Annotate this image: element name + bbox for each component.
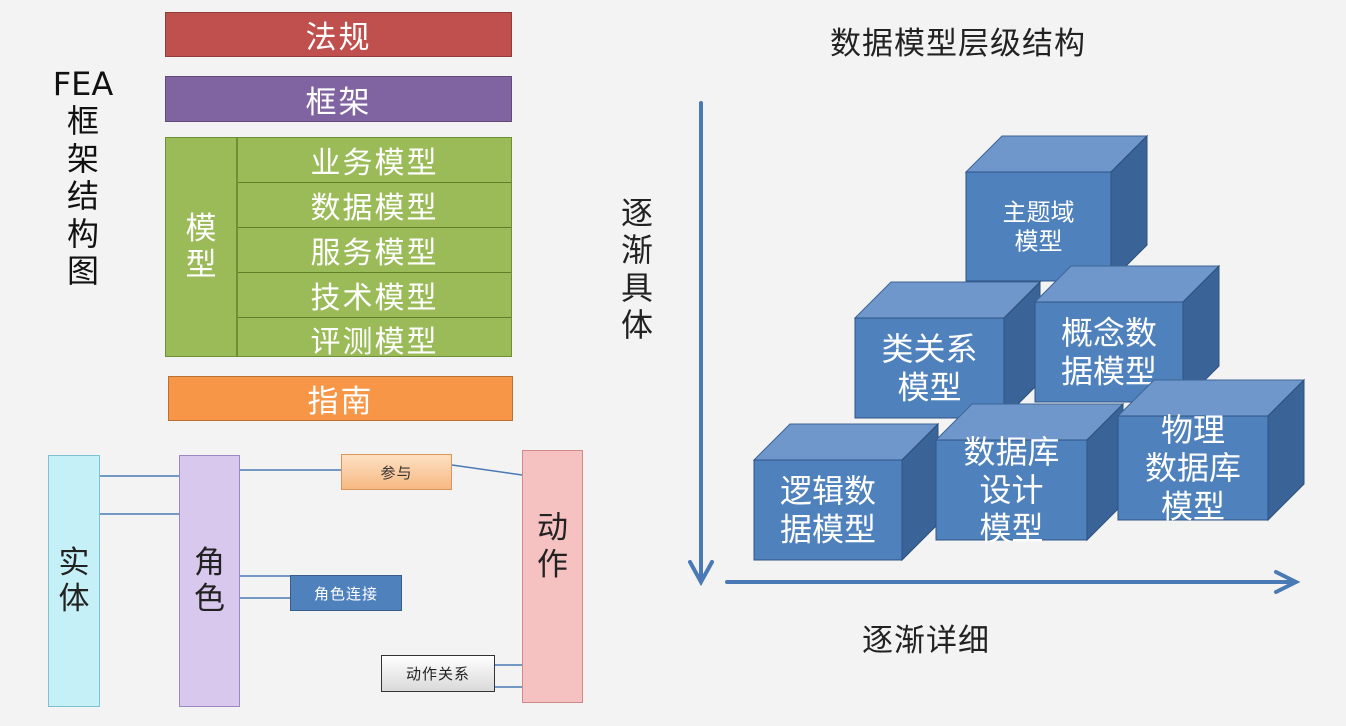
model-side-char: 模 <box>185 210 217 247</box>
framework-bar: 框架 <box>165 76 512 122</box>
fea-title-char: 图 <box>66 252 99 291</box>
cube-label-line: 概念数 <box>1061 314 1157 352</box>
cube-front-face <box>753 459 903 561</box>
model-list: 业务模型 数据模型 服务模型 技术模型 评测模型 <box>238 138 511 360</box>
cube-front-face <box>854 317 1005 419</box>
cube-label-line: 物理 <box>1161 411 1225 449</box>
entity-box: 实 体 <box>48 455 100 707</box>
fea-title-char: 架 <box>66 139 99 178</box>
role-char: 色 <box>194 581 225 617</box>
action-char: 作 <box>537 546 568 583</box>
laws-bar: 法规 <box>165 12 512 57</box>
role-connection-box: 角色连接 <box>290 575 402 611</box>
fea-title-char: 框 <box>66 102 99 141</box>
guide-bar: 指南 <box>168 376 513 421</box>
cube-front-face <box>1117 415 1269 521</box>
cube-label-line: 数据库 <box>1145 449 1241 487</box>
model-item-data: 数据模型 <box>238 183 511 228</box>
action-box: 动 作 <box>522 450 583 703</box>
fea-title-char: FEA <box>52 65 114 103</box>
fea-side-title: FEA 框 架 结 构 图 <box>48 65 118 291</box>
cube-label-line: 数据库 <box>963 433 1059 471</box>
vertical-label-char: 逐 <box>620 194 653 232</box>
cube-label-line: 模型 <box>897 368 961 406</box>
cube-label-line: 模型 <box>1161 488 1225 526</box>
vertical-label-char: 渐 <box>620 231 653 270</box>
model-item-business: 业务模型 <box>238 138 511 183</box>
cube-front-face <box>935 439 1088 541</box>
cube-label-line: 模型 <box>1015 227 1063 255</box>
hierarchy-title: 数据模型层级结构 <box>830 26 1086 62</box>
cube-label-line: 逻辑数 <box>780 472 876 510</box>
fea-title-char: 结 <box>66 177 99 216</box>
model-item-service: 服务模型 <box>238 228 511 273</box>
cube-label-line: 类关系 <box>881 330 977 368</box>
cube-front-face <box>965 171 1112 282</box>
horizontal-arrow-head <box>1274 570 1301 594</box>
horizontal-axis-label: 逐渐详细 <box>862 623 990 659</box>
action-relation-box: 动作关系 <box>381 655 495 692</box>
model-side-label: 模 型 <box>166 138 238 356</box>
role-char: 角 <box>194 544 225 581</box>
vertical-label-char: 体 <box>620 306 653 345</box>
cube-label-line: 设计 <box>979 471 1043 509</box>
cube-label-line: 据模型 <box>780 510 876 548</box>
model-item-technology: 技术模型 <box>238 273 511 318</box>
vertical-label-char: 具 <box>620 268 653 307</box>
entity-char: 实 <box>58 544 90 581</box>
cube-label-line: 据模型 <box>1061 352 1157 390</box>
vertical-arrow-head <box>688 560 714 587</box>
participate-box: 参与 <box>341 454 452 490</box>
model-item-evaluation: 评测模型 <box>310 325 439 360</box>
models-block: 模 型 业务模型 数据模型 服务模型 技术模型 评测模型 <box>165 137 512 360</box>
fea-title-char: 构 <box>66 214 99 253</box>
action-char: 动 <box>537 510 568 547</box>
model-side-char: 型 <box>185 247 217 283</box>
cube-label-line: 主题域 <box>1003 199 1075 227</box>
role-box: 角 色 <box>179 455 240 707</box>
vertical-axis-label: 逐 渐 具 体 <box>612 194 662 345</box>
entity-char: 体 <box>58 581 90 617</box>
cube-label-line: 模型 <box>979 510 1043 548</box>
